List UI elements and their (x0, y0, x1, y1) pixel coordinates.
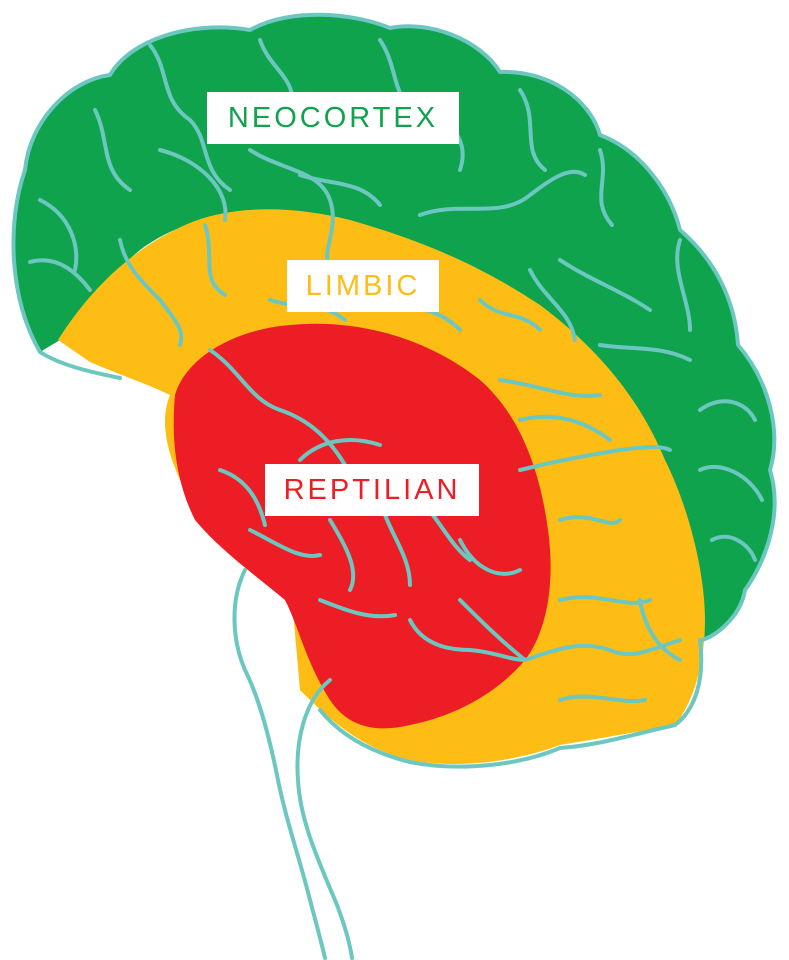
neocortex-label-text: NEOCORTEX (228, 102, 438, 135)
neocortex-label: NEOCORTEX (207, 92, 459, 144)
limbic-label: LIMBIC (287, 260, 439, 312)
limbic-label-text: LIMBIC (306, 270, 421, 303)
reptilian-label-text: REPTILIAN (284, 474, 461, 507)
reptilian-label: REPTILIAN (265, 464, 479, 516)
